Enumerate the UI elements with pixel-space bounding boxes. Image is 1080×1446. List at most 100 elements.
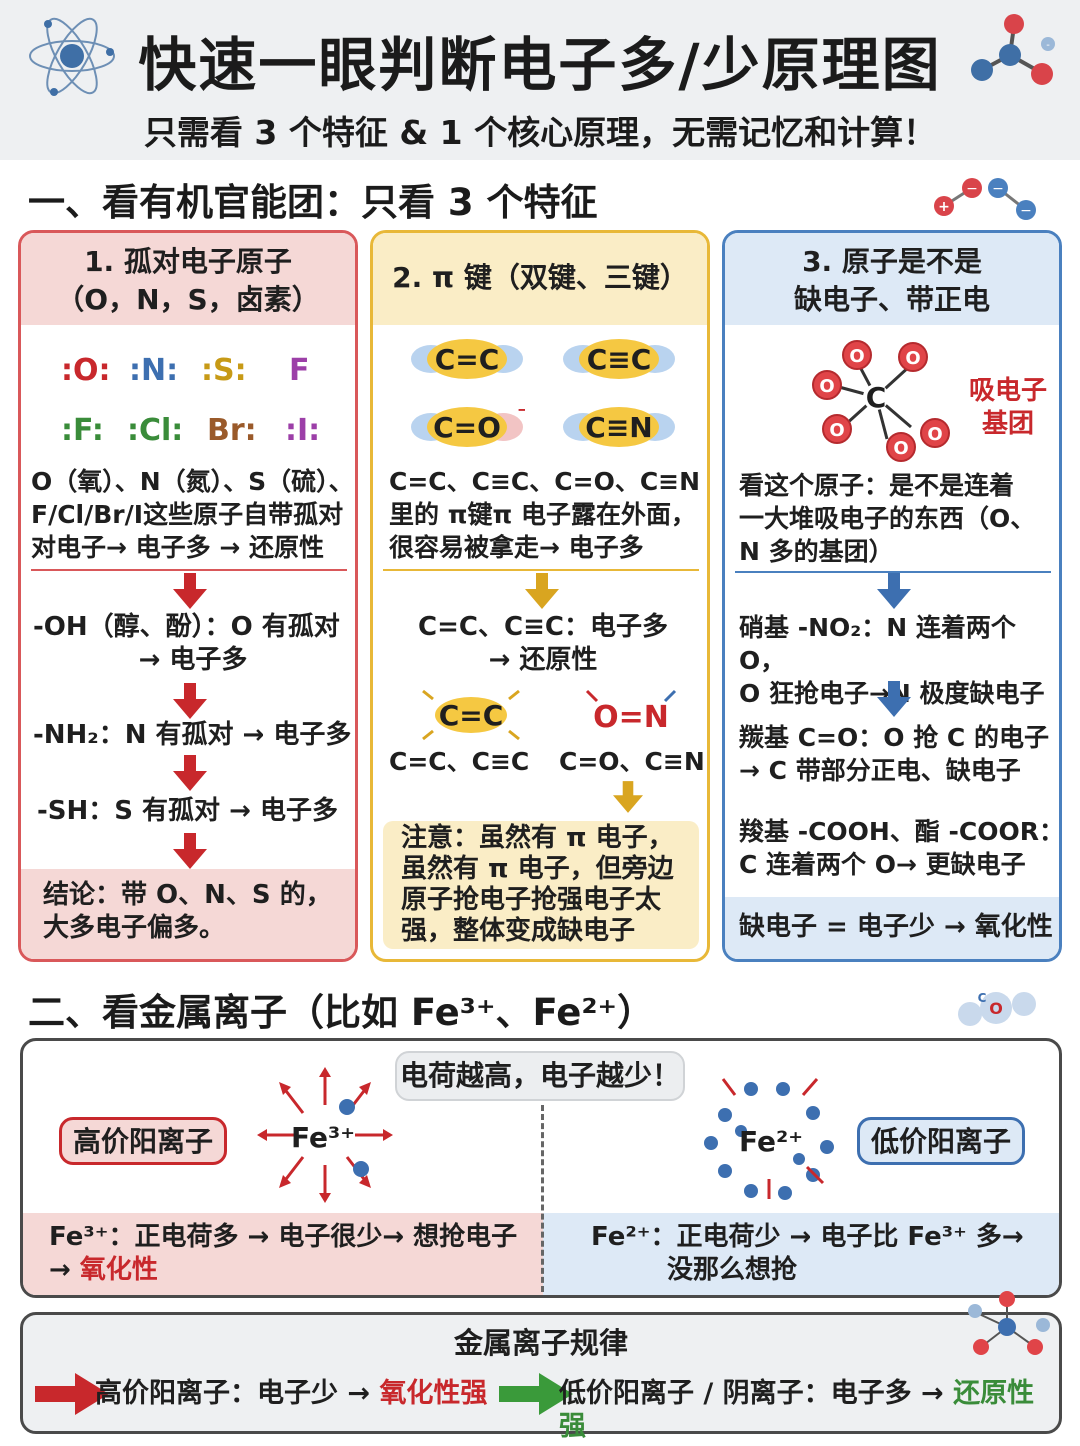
metal-ion-panel: 电荷越高，电子越少！ 高价阳离子 低价阳离子 Fe³⁺ xyxy=(20,1038,1062,1298)
card3-head-line1: 3. 原子是不是 xyxy=(802,245,982,278)
fe2-diagram: Fe²⁺ xyxy=(704,1078,834,1200)
center-c-label: C xyxy=(866,381,887,414)
atom-i: :I: xyxy=(285,413,321,448)
card2-mid: C=C、C≡C：电子多 → 还原性 xyxy=(373,611,707,677)
high-ion-desc-arrow: → xyxy=(49,1255,80,1285)
card-pi-bond: 2. π 键（双键、三键） C=C C≡C C=O − C≡N C=C、C≡C、… xyxy=(370,230,710,962)
card2-note-box: 注意：虽然有 π 电子， 虽然有 π 电子，但旁边 原子抢电子抢强电子太 强，整… xyxy=(383,821,699,949)
molecule-icon: - xyxy=(971,14,1055,85)
card3-desc-line3: N 多的基团） xyxy=(739,537,894,566)
atom-br: Br: xyxy=(207,413,257,448)
card2-header: 2. π 键（双键、三键） xyxy=(373,233,707,325)
carbonate-icon xyxy=(968,1291,1050,1355)
low-ion-desc-line1: Fe²⁺：正电荷少 → 电子比 Fe³⁺ 多→ xyxy=(591,1222,1024,1252)
card1-desc-line3: 对电子→ 电子多 → 还原性 xyxy=(31,533,325,562)
card1-desc: O（氧）、N（氮）、S（硫）、 F/Cl/Br/I这些原子自带孤对 对电子→ 电… xyxy=(31,465,355,564)
card3-group-label: 吸电子 基团 xyxy=(953,375,1059,441)
card3-header: 3. 原子是不是 缺电子、带正电 xyxy=(725,233,1059,325)
card-lone-pair: 1. 孤对电子原子 （O，N，S，卤素） :O: :N: :S: F :F: :… xyxy=(18,230,358,962)
card1-oh-line2: → 电子多 xyxy=(138,645,248,675)
card2-note-line4: 强，整体变成缺电子 xyxy=(401,916,636,946)
card2-note: 注意：虽然有 π 电子， 虽然有 π 电子，但旁边 原子抢电子抢强电子太 强，整… xyxy=(401,823,697,947)
svg-text:−: − xyxy=(966,181,978,197)
bond-c-triple-c-label: C≡C xyxy=(587,343,652,376)
high-ion-desc: Fe³⁺：正电荷多 → 电子很少→ 想抢电子 → 氧化性 xyxy=(49,1221,539,1287)
bond-co-label: C=O xyxy=(433,411,501,444)
card1-desc-line1: O（氧）、N（氮）、S（硫）、 xyxy=(31,467,354,496)
card3-carbonyl: 羰基 C=O：O 抢 C 的电子 → C 带部分正电、缺电子 xyxy=(739,721,1059,787)
bond-on-electron-icon: O=N xyxy=(585,689,677,735)
card2-mid-line2: → 还原性 xyxy=(488,645,598,675)
card1-nh2: -NH₂：N 有孤对 → 电子多 xyxy=(33,720,352,750)
card1-oh: -OH（醇、酚）：O 有孤对 → 电子多 xyxy=(33,611,353,677)
bond-cc-electron-label: C=C xyxy=(439,699,504,732)
card1-divider xyxy=(31,569,347,571)
card2-caption-b: C=O、C≡N xyxy=(559,747,705,776)
down-arrow-icon xyxy=(525,573,559,609)
card1-conclusion-line2: 大多电子偏多。 xyxy=(43,913,226,943)
high-ion-desc-bg xyxy=(23,1213,543,1295)
high-valence-pill: 高价阳离子 xyxy=(59,1117,227,1165)
card2-desc-line2: 里的 π键π 电子露在外面， xyxy=(389,500,696,529)
o-atom-label: O xyxy=(829,420,844,441)
green-right-arrow-icon xyxy=(499,1373,573,1415)
atom-cl: :Cl: xyxy=(127,413,184,448)
section1-title: 一、看有机官能团：只看 3 个特征 xyxy=(28,181,598,224)
high-ion-desc-line1: Fe³⁺：正电荷多 → 电子很少→ 想抢电子 xyxy=(49,1222,518,1252)
atom-s: :S: xyxy=(201,353,247,388)
svg-text:-: - xyxy=(1046,40,1050,51)
card3-carboxyl: 羧基 -COOH、酯 -COOR： C 连着两个 O→ 更缺电子 xyxy=(739,815,1059,881)
atom-n: :N: xyxy=(129,353,179,388)
withdrawing-group-diagram: C O O O O O O xyxy=(812,340,950,462)
center-label: 电荷越高，电子越少！ xyxy=(395,1051,685,1101)
down-arrow-icon xyxy=(877,681,911,717)
o-atom-label: O xyxy=(927,424,942,445)
header-banner: 快速一眼判断电子多/少原理图 - 只需看 3 个特征 & 1 个核心原理，无需记… xyxy=(0,0,1080,160)
card2-note-line2: 虽然有 π 电子，但旁边 xyxy=(401,854,674,884)
svg-text:−: − xyxy=(517,401,525,419)
oxidizing-label: 氧化性 xyxy=(79,1255,158,1285)
rule-low-green: 还原性强 xyxy=(559,1378,1035,1442)
card3-group-label-line2: 基团 xyxy=(981,409,1034,439)
card3-desc: 看这个原子：是不是连着 一大堆吸电子的东西（O、 N 多的基团） xyxy=(739,469,1059,568)
card2-divider xyxy=(383,569,699,571)
svg-text:O: O xyxy=(989,999,1003,1018)
o-atom-label: O xyxy=(905,348,920,369)
card2-note-line1: 注意：虽然有 π 电子， xyxy=(401,823,674,853)
card-electron-deficient: 3. 原子是不是 缺电子、带正电 C O O O O O O xyxy=(722,230,1062,962)
card1-conclusion: 结论：带 O、N、S 的， 大多电子偏多。 xyxy=(43,879,353,945)
red-right-arrow-icon xyxy=(35,1373,109,1415)
bond-on-label: O=N xyxy=(593,700,669,735)
svg-text:C: C xyxy=(978,991,987,1005)
metal-ion-rule-panel: 金属离子规律 高价阳离子：电子少 → 氧化性强 低价阳离子 / 阴离子：电子多 … xyxy=(20,1291,1062,1442)
rule-low: 低价阳离子 / 阴离子：电子多 → 还原性强 xyxy=(559,1377,1059,1443)
panel-divider xyxy=(541,1105,544,1295)
bond-cn-icon: C≡N xyxy=(563,407,675,447)
card2-desc: C=C、C≡C、C=O、C≡N 里的 π键π 电子露在外面， 很容易被拿走→ 电… xyxy=(389,465,707,564)
page-subtitle: 只需看 3 个特征 & 1 个核心原理，无需记忆和计算！ xyxy=(143,113,937,152)
card3-carboxyl-line2: C 连着两个 O→ 更缺电子 xyxy=(739,850,1026,879)
o-atom-label: O xyxy=(893,438,908,459)
card1-sh: -SH：S 有孤对 → 电子多 xyxy=(37,796,338,826)
bond-cn-label: C≡N xyxy=(585,411,652,444)
down-arrow-icon xyxy=(173,755,207,791)
atom-f: :F: xyxy=(61,413,104,448)
fe3-diagram: Fe³⁺ xyxy=(257,1067,393,1203)
o-atom-label: O xyxy=(819,376,834,397)
svg-text:+: + xyxy=(938,199,950,215)
down-arrow-icon xyxy=(173,833,207,869)
card1-head-line1: 1. 孤对电子原子 xyxy=(84,245,292,278)
down-arrow-icon xyxy=(173,683,207,719)
card1-oh-line1: -OH（醇、酚）：O 有孤对 xyxy=(33,612,340,642)
card3-carbonyl-line2: → C 带部分正电、缺电子 xyxy=(739,756,1021,785)
bond-c-triple-c-icon: C≡C xyxy=(563,339,675,379)
bond-cc-electron-icon: C=C xyxy=(422,689,520,741)
card3-carbonyl-line1: 羰基 C=O：O 抢 C 的电子 xyxy=(739,723,1049,752)
down-arrow-icon xyxy=(613,781,643,813)
rule-high: 高价阳离子：电子少 → 氧化性强 xyxy=(95,1377,515,1410)
card3-divider xyxy=(735,571,1051,573)
card3-head-line2: 缺电子、带正电 xyxy=(793,283,990,316)
fe3-symbol: Fe³⁺ xyxy=(291,1121,355,1154)
down-arrow-icon xyxy=(173,573,207,609)
card1-desc-line2: F/Cl/Br/I这些原子自带孤对 xyxy=(31,500,344,529)
